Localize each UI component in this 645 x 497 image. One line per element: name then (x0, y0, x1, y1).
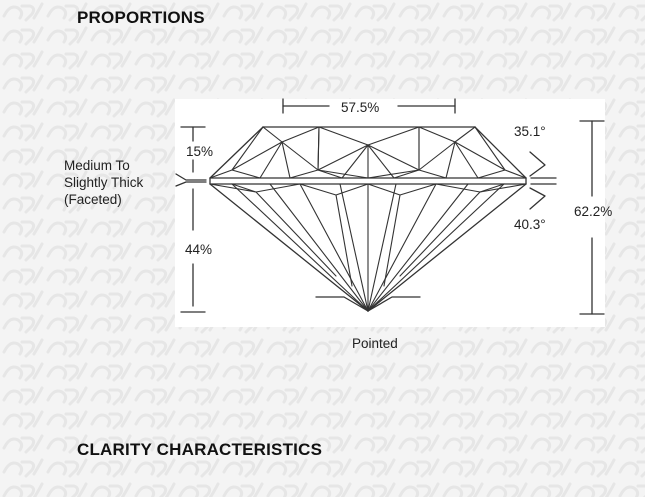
total-depth-label: 62.2% (574, 204, 613, 219)
crown-angle-arrow (529, 151, 557, 179)
pavilion-depth-label: 44% (185, 242, 213, 257)
culet-pointer (315, 296, 421, 312)
pavilion-depth-bracket (180, 188, 206, 313)
girdle-pointer (175, 173, 207, 187)
pavilion-angle-label: 40.3° (514, 217, 546, 232)
total-depth-bracket (579, 120, 605, 315)
clarity-characteristics-heading: CLARITY CHARACTERISTICS (77, 440, 323, 459)
crown-height-label: 15% (186, 144, 214, 159)
crown-angle-label: 35.1° (514, 124, 546, 139)
girdle-label: Medium To Slightly Thick (Faceted) (64, 158, 144, 207)
crown-height-bracket (180, 126, 206, 173)
pavilion-facets (209, 183, 527, 312)
culet-label: Pointed (352, 336, 398, 351)
proportions-heading: PROPORTIONS (77, 8, 205, 27)
table-dimension-line (282, 98, 456, 114)
table-percentage-label: 57.5% (341, 100, 380, 115)
crown-facets (209, 126, 527, 179)
pavilion-angle-arrow (529, 183, 557, 210)
